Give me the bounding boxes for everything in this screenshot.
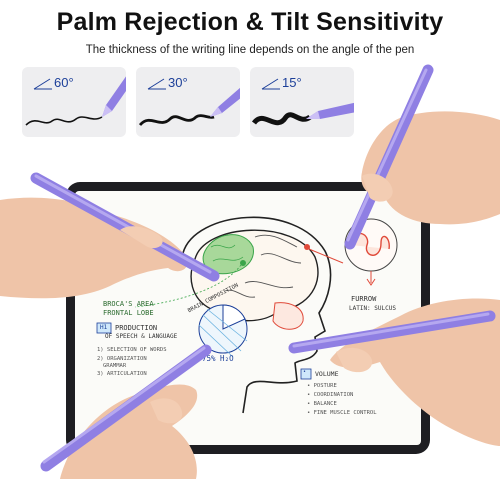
label-item3: 3) ARTICULATION <box>97 371 147 377</box>
tilt-card-60: 60° <box>22 67 126 137</box>
brain-sketch <box>96 216 398 414</box>
headline-subtitle: The thickness of the writing line depend… <box>85 44 415 56</box>
label-h1: H1 <box>100 324 108 331</box>
label-volume: VOLUME <box>315 370 339 378</box>
label-item2: 2) ORGANIZATION <box>97 356 147 362</box>
label-speech: OF SPEECH & LANGUAGE <box>105 333 178 340</box>
tilt-illustration-15 <box>251 78 354 126</box>
tilt-card-30: 30° <box>136 67 240 137</box>
tilt-angle-label: 30° <box>168 75 188 90</box>
tilt-illustration-30 <box>138 78 240 127</box>
label-production: PRODUCTION <box>115 324 158 332</box>
label-balance: • BALANCE <box>307 401 337 407</box>
tilt-angle-label: 60° <box>54 75 74 90</box>
label-coordination: • COORDINATION <box>307 392 354 398</box>
tilt-angle-label: 15° <box>282 75 302 90</box>
label-frontal-lobe: FRONTAL LOBE <box>103 309 154 317</box>
tilt-card-15: 15° <box>250 67 354 137</box>
label-latin-sulcus: LATIN: SULCUS <box>349 305 396 312</box>
tablet-screen[interactable]: BROCA'S AREA FRONTAL LOBE H1 PRODUCTION … <box>75 191 421 445</box>
tilt-illustration-60 <box>25 76 126 126</box>
label-fine-muscle: • FINE MUSCLE CONTROL <box>307 410 377 416</box>
label-posture: • POSTURE <box>307 383 337 389</box>
label-bullet: • <box>303 369 307 375</box>
label-furrow: FURROW <box>351 295 377 303</box>
label-item1: 1) SELECTION OF WORDS <box>97 347 167 353</box>
label-brocas-area: BROCA'S AREA <box>103 300 154 308</box>
label-item2b: GRAMMAR <box>103 363 127 369</box>
label-h2o: 75% H₂O <box>202 354 234 363</box>
headline-title: Palm Rejection & Tilt Sensitivity <box>56 8 444 36</box>
